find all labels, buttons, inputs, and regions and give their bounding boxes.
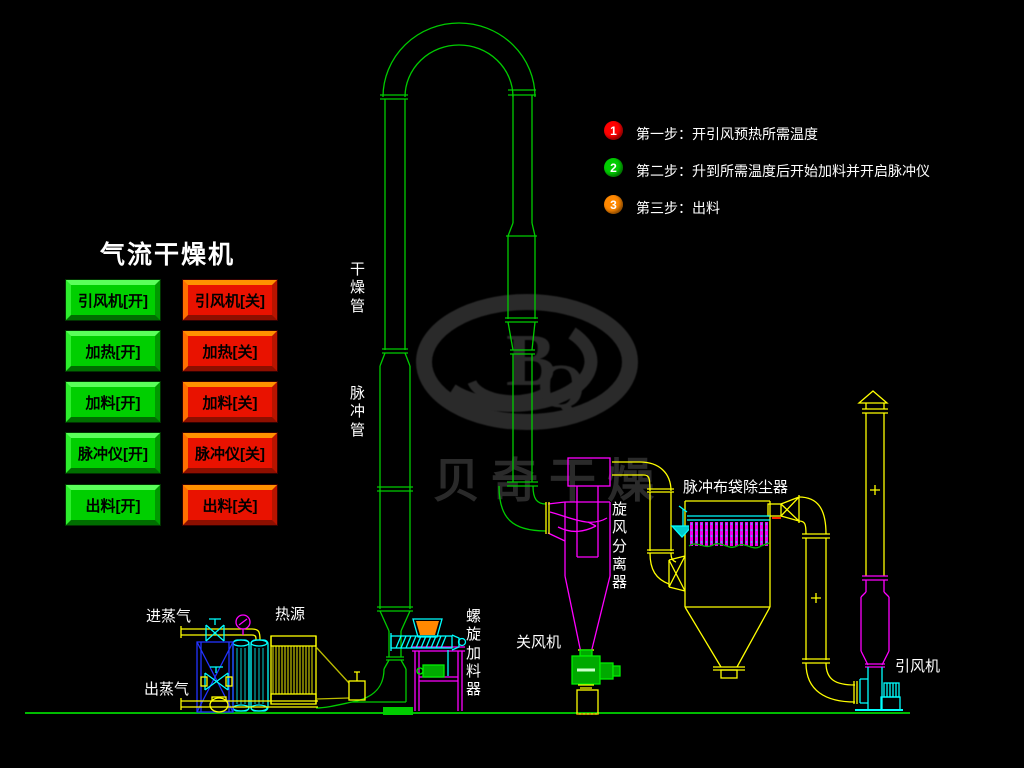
discharge-on-button[interactable]: 出料[开] <box>66 485 160 525</box>
silencer-column <box>860 575 890 668</box>
label-pulse-pipe: 脉冲管 <box>350 385 366 439</box>
steam-heater <box>180 614 366 713</box>
feeding-on-button[interactable]: 加料[开] <box>66 382 160 422</box>
bag-filter <box>670 495 800 679</box>
label-drying-pipe: 干燥管 <box>350 261 366 315</box>
step-3-text: 第三步：出料 <box>636 200 720 216</box>
label-screw-feeder: 螺旋加料器 <box>466 608 482 699</box>
cyclone-outlet-pipe <box>612 461 686 592</box>
step-1-badge: 1 <box>604 121 623 140</box>
heating-off-button[interactable]: 加热[关] <box>183 331 277 371</box>
induced-fan-off-button[interactable]: 引风机[关] <box>183 280 277 320</box>
pulse-off-button[interactable]: 脉冲仪[关] <box>183 433 277 473</box>
drying-loop-pipes <box>315 22 547 715</box>
label-rotary-airlock: 关风机 <box>516 634 562 651</box>
label-cyclone: 旋风分离器 <box>612 501 628 592</box>
rotary-airlock-valve <box>571 649 621 715</box>
cyclone-separator <box>545 457 611 657</box>
page-title: 气流干燥机 <box>100 241 236 269</box>
exhaust-pipe <box>798 496 858 704</box>
step-2-text: 第二步：升到所需温度后开始加料并开启脉冲仪 <box>636 163 930 179</box>
step-3-badge: 3 <box>604 195 623 214</box>
screw-feeder <box>390 618 467 711</box>
induced-fan-on-button[interactable]: 引风机[开] <box>66 280 160 320</box>
label-bag-filter: 脉冲布袋除尘器 <box>683 479 789 496</box>
label-steam-in: 进蒸气 <box>146 608 192 625</box>
step-2-badge: 2 <box>604 158 623 177</box>
label-induced-draft-fan: 引风机 <box>895 658 941 675</box>
exhaust-stack <box>857 390 889 576</box>
watermark-letter-q: Q <box>537 353 585 421</box>
watermark-letter-b: B <box>506 320 555 402</box>
induced-draft-fan <box>855 667 903 711</box>
pulse-on-button[interactable]: 脉冲仪[开] <box>66 433 160 473</box>
step-1-text: 第一步：开引风预热所需温度 <box>636 126 818 142</box>
feeding-off-button[interactable]: 加料[关] <box>183 382 277 422</box>
discharge-off-button[interactable]: 出料[关] <box>183 485 277 525</box>
watermark-text: 贝奇干燥 <box>433 454 665 507</box>
label-heat-source: 热源 <box>275 606 306 623</box>
heating-on-button[interactable]: 加热[开] <box>66 331 160 371</box>
label-steam-out: 出蒸气 <box>144 681 190 698</box>
